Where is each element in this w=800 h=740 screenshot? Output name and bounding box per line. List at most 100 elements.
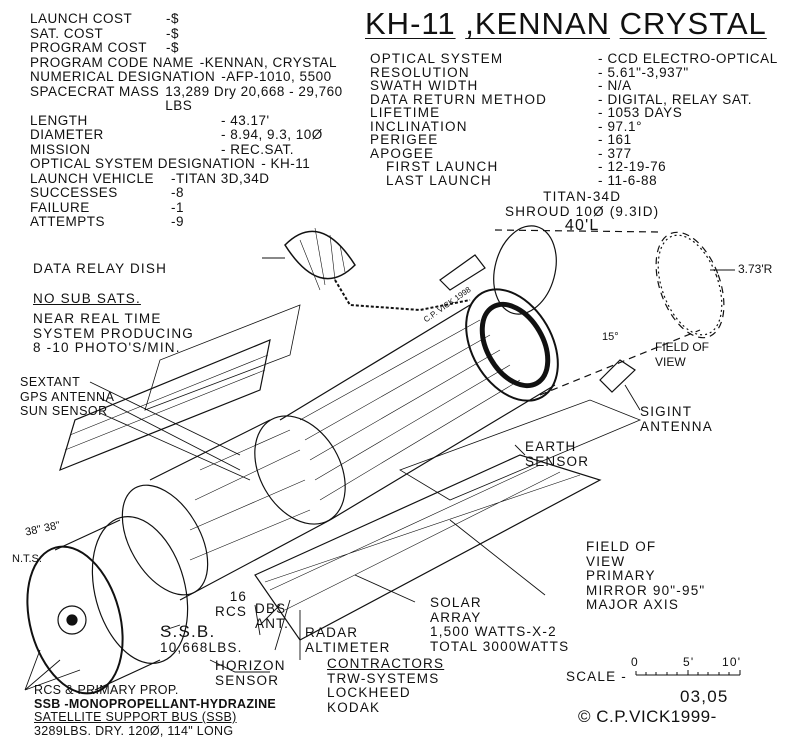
primary-mirror-label: FIELD OF VIEW PRIMARY MIRROR 90"-95" MAJ… (586, 539, 706, 613)
spec-value: - REC.SAT. (221, 141, 295, 157)
spec-label: NUMERICAL DESIGNATION (30, 69, 216, 84)
spec-value: - DIGITAL, RELAY SAT. (598, 91, 753, 107)
horizon-label: HORIZON SENSOR (215, 658, 286, 688)
title-codename: ,KENNAN (465, 6, 611, 41)
spec-row: LAUNCH VEHICLE-TITAN 3D,34D (30, 170, 365, 187)
shroud-label: TITAN-34D SHROUD 10Ø (9.3ID) 40'L (505, 189, 659, 234)
spec-value: -1 (171, 199, 185, 215)
spec-value: - 12-19-76 (598, 159, 667, 174)
solar-line: 1,500 WATTS-X-2 (430, 624, 557, 639)
sextant-label: SEXTANT GPS ANTENNA SUN SENSOR (20, 375, 114, 419)
spec-label: DATA RETURN METHOD (370, 91, 548, 107)
spec-value: - 5.61"-3,937" (598, 64, 689, 80)
realtime-line: NEAR REAL TIME (33, 311, 162, 326)
fov-line: FIELD OF (655, 340, 710, 354)
dbs-line: ANT. (255, 615, 290, 631)
primary-line: FIELD OF (586, 539, 657, 554)
spec-value: - 8.94, 9.3, 10Ø (221, 127, 323, 142)
spec-value: - KH-11 (261, 156, 311, 171)
earth-sensor-line: SENSOR (525, 453, 590, 469)
sigint-antenna (599, 359, 636, 393)
primary-line: PRIMARY (586, 568, 656, 583)
solar-array-lower (254, 399, 642, 641)
radius-label: 3.73'R (738, 262, 773, 276)
ssb-drum (26, 516, 189, 695)
spec-label: SUCCESSES (30, 185, 118, 200)
contractor-item: KODAK (327, 699, 381, 715)
spec-row: LAUNCH COST-$ (30, 11, 365, 27)
primary-line: MIRROR 90"-95" (586, 582, 706, 598)
sextant-line: SEXTANT (20, 375, 81, 389)
spec-label: FAILURE (30, 199, 90, 215)
contractors-heading: CONTRACTORS (327, 656, 445, 671)
spec-label: INCLINATION (370, 118, 468, 134)
fov-label: FIELD OF VIEW (655, 340, 709, 369)
spec-value: -TITAN 3D,34D (171, 170, 270, 186)
spec-label: RESOLUTION (370, 64, 470, 80)
solar-label: SOLAR ARRAY 1,500 WATTS-X-2 TOTAL 3000WA… (430, 595, 570, 654)
primary-line: VIEW (586, 553, 626, 569)
earth-sensor-line: EARTH (525, 439, 577, 454)
spec-label: SPACECRAT MASS (30, 83, 160, 99)
spec-row: SUCCESSES-8 (30, 185, 365, 201)
page-title: KH-11 ,KENNAN CRYSTAL (365, 6, 767, 42)
title-designation: KH-11 (365, 6, 456, 41)
fov-line: VIEW (655, 354, 686, 369)
realtime-line: 8 -10 PHOTO'S/MIN. (33, 340, 181, 355)
solar-line: TOTAL 3000WATTS (430, 638, 570, 654)
spec-value: -AFP-1010, 5500 (221, 69, 332, 84)
contractor-item: LOCKHEED (327, 685, 411, 700)
spec-value: -$ (166, 11, 180, 26)
rcs16-line: 16 (229, 589, 248, 604)
scale-label: SCALE - (566, 669, 627, 684)
specs-left: LAUNCH COST-$SAT. COST -$ PROGRAM COST-$PR… (30, 11, 365, 230)
spec-value: - 11-6-88 (598, 172, 658, 188)
scale-tick: 5' (683, 655, 695, 669)
sigint-label: SIGINT ANTENNA (640, 404, 713, 434)
spec-value: - 43.17' (221, 112, 270, 128)
dbs-line: DBS (255, 601, 287, 616)
contractors: CONTRACTORS TRW-SYSTEMS LOCKHEED KODAK (327, 656, 445, 715)
spec-row: PROGRAM COST-$ (30, 40, 365, 56)
main-tube (121, 288, 559, 601)
scale-tick: 10' (722, 655, 742, 669)
spec-label: PERIGEE (370, 132, 439, 147)
spec-label: LENGTH (30, 112, 88, 128)
bus-line: SATELLITE SUPPORT BUS (SSB) (34, 710, 237, 724)
no-sub-text: NO SUB SATS. (33, 291, 141, 306)
shroud-line: 40'L (564, 217, 600, 234)
spec-label: LIFETIME (370, 105, 441, 120)
data-relay-dish (284, 227, 471, 312)
shroud-end-hatched (657, 234, 723, 336)
tube-hatching (189, 319, 521, 561)
bus-line: 3289LBS. DRY. 120Ø, 114" LONG (34, 723, 234, 738)
spec-label: DIAMETER (30, 127, 104, 142)
specs-right-values: - CCD ELECTRO-OPTICAL- 5.61"-3,937"- N/A… (598, 52, 778, 187)
leader-lines (24, 257, 735, 691)
spec-value: - 1053 DAYS (598, 105, 683, 120)
ssb-mass: 10,668LBS. (160, 640, 243, 655)
radar-line: ALTIMETER (305, 639, 391, 655)
spec-label: PROGRAM COST (30, 40, 148, 55)
spec-row: DIAMETER - 8.94, 9.3, 10Ø (30, 127, 365, 143)
contractor-item: TRW-SYSTEMS (327, 670, 440, 686)
spec-row: ATTEMPTS-9 (30, 214, 365, 230)
spec-value: -KENNAN, CRYSTAL (199, 54, 338, 70)
solar-line: ARRAY (430, 609, 482, 625)
rcs16-label: 16 RCS (215, 589, 248, 619)
spec-label: SWATH WIDTH (370, 78, 479, 93)
spec-label: SAT. COST (30, 25, 104, 41)
aperture-door (493, 225, 557, 315)
sigint-line: SIGINT (640, 404, 693, 419)
shroud-outline (494, 229, 725, 396)
radar-label: RADAR ALTIMETER (305, 625, 391, 655)
spec-value: 13,289 Dry 20,668 - 29,760 LBS (165, 83, 343, 113)
earth-sensor-label: EARTH SENSOR (525, 439, 590, 469)
angle-label: 15° (602, 331, 619, 343)
shroud-line: TITAN-34D (543, 189, 622, 204)
spec-row: FAILURE -1 (30, 199, 365, 216)
spec-value: -9 (171, 214, 185, 229)
